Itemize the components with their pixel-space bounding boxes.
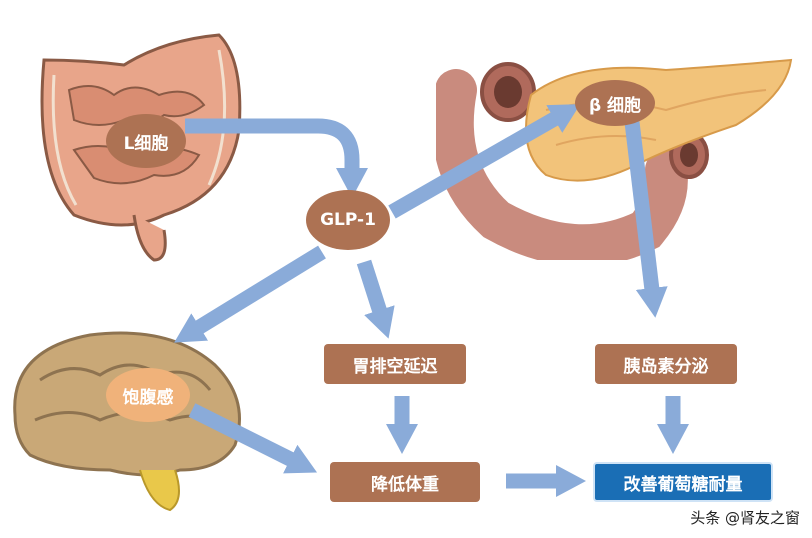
arrow-lcell-to-glp1: [185, 118, 368, 198]
arrow-beta-to-insulin: [624, 121, 668, 318]
node-satiety: 饱腹感: [106, 368, 190, 422]
arrow-glp1-to-gastric: [356, 259, 395, 339]
node-insulin-secretion: 胰岛素分泌: [595, 344, 737, 384]
node-glucose-tolerance: 改善葡萄糖耐量: [593, 462, 773, 502]
node-weight-loss: 降低体重: [330, 462, 480, 502]
arrow-glp1-to-beta: [388, 104, 581, 219]
node-l-cell: L细胞: [106, 114, 186, 168]
node-beta-cell: β 细胞: [575, 80, 655, 126]
watermark-text: 头条 @肾友之窗: [690, 509, 800, 527]
node-glp1: GLP-1: [306, 190, 390, 250]
arrow-satiety-to-weight: [188, 403, 318, 474]
arrow-glp1-to-satiety: [174, 245, 326, 343]
node-gastric-delay: 胃排空延迟: [324, 344, 466, 384]
